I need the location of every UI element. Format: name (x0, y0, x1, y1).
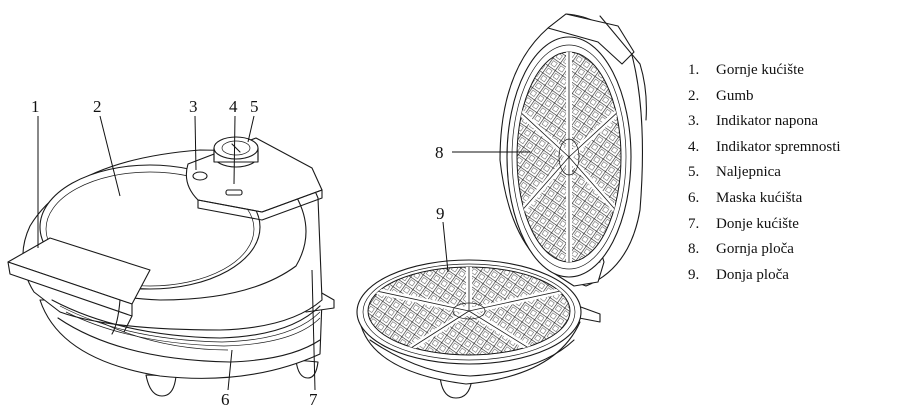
parts-legend-item: 6. Maska kućišta (688, 186, 841, 212)
parts-legend-item: 7. Donje kućište (688, 212, 841, 238)
callout-6: 6 (221, 390, 230, 409)
part-label: Gornja ploča (716, 241, 794, 258)
part-number: 2. (688, 87, 700, 104)
parts-legend-item: 4. Indikator spremnosti (688, 135, 841, 161)
parts-legend-item: 9. Donja ploča (688, 263, 841, 289)
callout-4: 4 (229, 97, 238, 116)
leader-lines (37, 115, 530, 391)
callout-1: 1 (31, 97, 40, 116)
part-number: 9. (688, 266, 700, 283)
closed-waffle-maker (7, 136, 335, 397)
part-number: 3. (688, 113, 700, 130)
part-number: 1. (688, 62, 700, 78)
part-number: 6. (688, 189, 700, 206)
parts-legend-item: 8. Gornja ploča (688, 237, 841, 263)
callout-8: 8 (435, 143, 444, 162)
callout-2: 2 (93, 97, 102, 116)
part-label: Naljepnica (716, 164, 781, 181)
part-number: 4. (688, 138, 700, 155)
part-label: Indikator spremnosti (716, 138, 841, 155)
part-label: Donja ploča (716, 266, 789, 283)
part-number: 8. (688, 241, 700, 258)
parts-legend-item: 3. Indikator napona (688, 109, 841, 135)
callout-5: 5 (250, 97, 259, 116)
callout-9: 9 (436, 204, 445, 223)
part-label: Gornje kućište (716, 62, 804, 78)
parts-legend: 1. Gornje kućište 2. Gumb 3. Indikator napo… (688, 58, 841, 288)
part-label: Gumb (716, 87, 754, 104)
part-label: Indikator napona (716, 113, 819, 130)
callout-3: 3 (189, 97, 198, 116)
part-number: 7. (688, 215, 700, 232)
parts-legend-item: 1. Gornje kućište (688, 58, 841, 84)
parts-legend-item: 2. Gumb (688, 84, 841, 110)
open-waffle-maker (356, 13, 647, 399)
part-number: 5. (688, 164, 700, 181)
callout-7: 7 (309, 390, 318, 409)
part-label: Maska kućišta (716, 189, 803, 206)
parts-legend-item: 5. Naljepnica (688, 160, 841, 186)
part-label: Donje kućište (716, 215, 799, 232)
